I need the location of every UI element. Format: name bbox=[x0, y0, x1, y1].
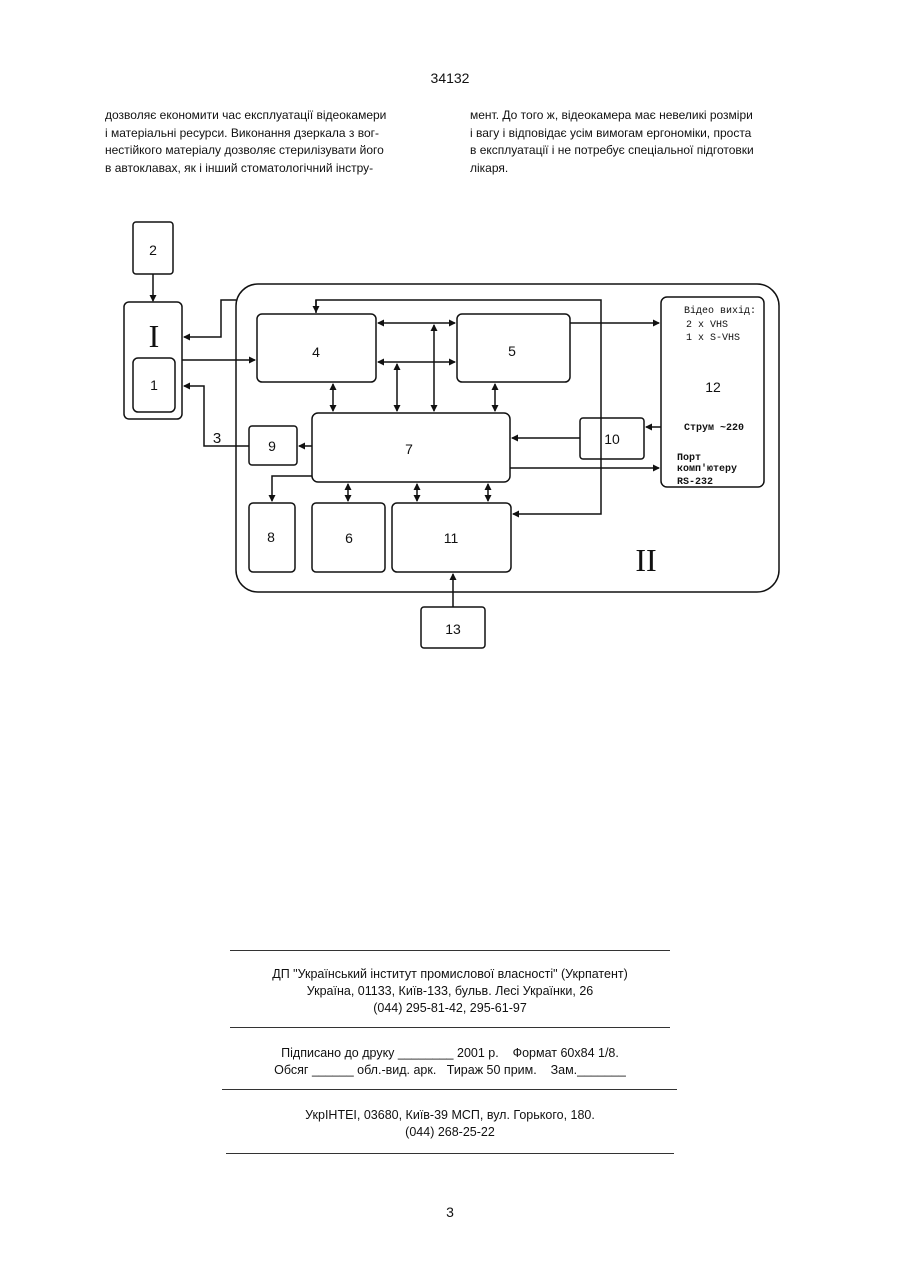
block-12-port: Порт bbox=[677, 453, 701, 464]
text-line: і матеріальні ресурси. Виконання дзеркал… bbox=[105, 125, 430, 143]
print-line: Обсяг ______ обл.-вид. арк. Тираж 50 при… bbox=[0, 1062, 900, 1079]
unit-II-label: II bbox=[635, 542, 656, 578]
block-13-label: 13 bbox=[445, 621, 461, 637]
block-8-label: 8 bbox=[267, 529, 275, 545]
block-12-svhs: 1 x S-VHS bbox=[686, 333, 740, 344]
printer-line: УкрІНТЕІ, 03680, Київ-39 МСП, вул. Горьк… bbox=[0, 1107, 900, 1124]
block-5-label: 5 bbox=[508, 343, 516, 359]
patent-number: 34132 bbox=[0, 70, 900, 86]
publisher-line: ДП "Український інститут промислової вла… bbox=[0, 966, 900, 983]
block-10-label: 10 bbox=[604, 431, 620, 447]
footer-divider bbox=[230, 950, 670, 951]
text-line: нестійкого матеріалу дозволяє стерилізув… bbox=[105, 142, 430, 160]
block-12-video-out: Відео вихід: bbox=[684, 305, 756, 317]
text-line: в експлуатації і не потребує спеціальної… bbox=[470, 142, 795, 160]
text-line: дозволяє економити час експлуатації віде… bbox=[105, 107, 430, 125]
publisher-info: ДП "Український інститут промислової вла… bbox=[0, 966, 900, 1017]
block-12-computer: комп'ютеру bbox=[677, 463, 737, 475]
line-3-label: 3 bbox=[213, 430, 221, 447]
printer-line: (044) 268-25-22 bbox=[0, 1124, 900, 1141]
footer-divider bbox=[230, 1027, 670, 1028]
text-line: лікаря. bbox=[470, 160, 795, 178]
body-text-left-column: дозволяє економити час експлуатації віде… bbox=[105, 107, 430, 177]
footer-divider bbox=[226, 1153, 674, 1154]
block-6-label: 6 bbox=[345, 530, 353, 546]
publisher-line: (044) 295-81-42, 295-61-97 bbox=[0, 1000, 900, 1017]
page-number: 3 bbox=[0, 1204, 900, 1220]
block-2-label: 2 bbox=[149, 242, 157, 258]
print-line: Підписано до друку ________ 2001 р. Форм… bbox=[0, 1045, 900, 1062]
text-line: в автоклавах, як і інший стоматологічний… bbox=[105, 160, 430, 178]
publisher-line: Україна, 01133, Київ-133, бульв. Лесі Ук… bbox=[0, 983, 900, 1000]
connector bbox=[184, 300, 236, 337]
block-7-label: 7 bbox=[405, 441, 413, 457]
body-text-right-column: мент. До того ж, відеокамера має невелик… bbox=[470, 107, 795, 177]
block-9-label: 9 bbox=[268, 438, 276, 454]
connector bbox=[272, 476, 312, 501]
block-12-rs232: RS-232 bbox=[677, 477, 713, 488]
block-12-label: 12 bbox=[705, 379, 721, 395]
block-diagram: 2 1 4 5 7 9 10 8 6 11 13 12 3 I II Відео… bbox=[0, 200, 900, 670]
footer-divider bbox=[222, 1089, 677, 1090]
text-line: і вагу і відповідає усім вимогам ергоном… bbox=[470, 125, 795, 143]
print-info: Підписано до друку ________ 2001 р. Форм… bbox=[0, 1045, 900, 1079]
block-1-label: 1 bbox=[150, 377, 158, 393]
block-12-power: Струм ~220 bbox=[684, 423, 744, 434]
block-4-label: 4 bbox=[312, 344, 320, 360]
block-12-vhs: 2 x VHS bbox=[686, 320, 728, 331]
block-11-label: 11 bbox=[444, 530, 459, 546]
text-line: мент. До того ж, відеокамера має невелик… bbox=[470, 107, 795, 125]
unit-I-label: I bbox=[149, 318, 160, 354]
printer-info: УкрІНТЕІ, 03680, Київ-39 МСП, вул. Горьк… bbox=[0, 1107, 900, 1141]
